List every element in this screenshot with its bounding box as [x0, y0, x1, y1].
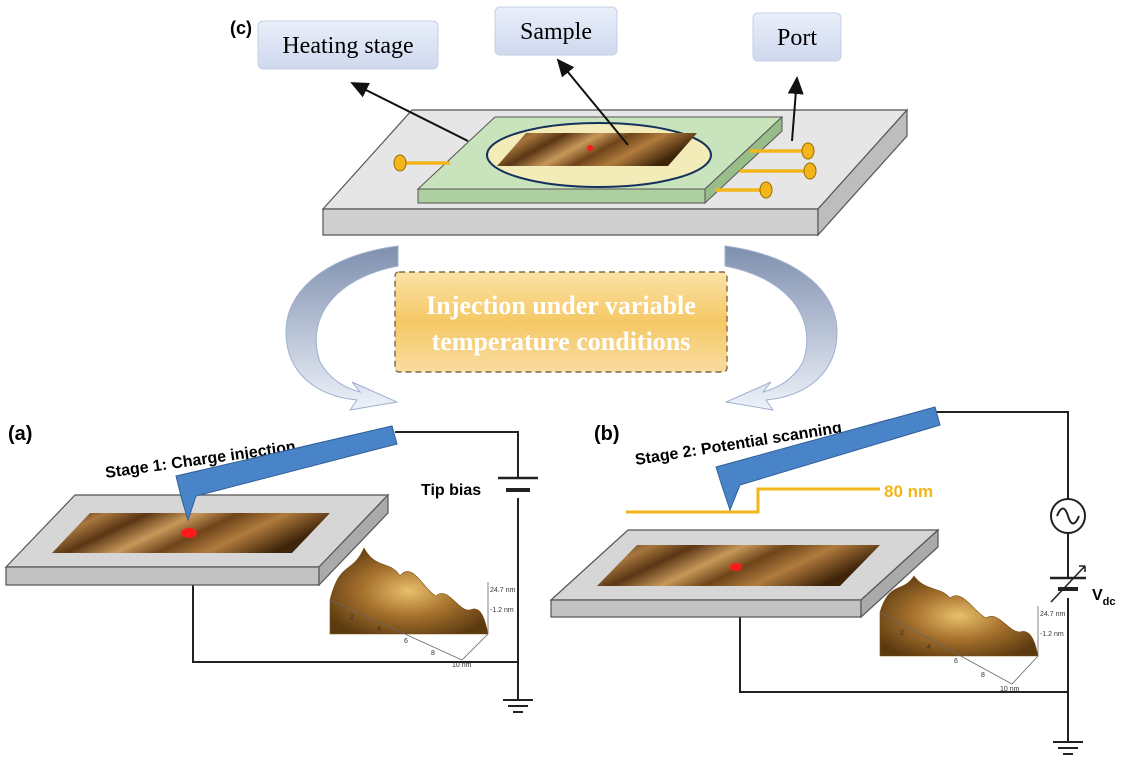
charge-spot-c — [587, 145, 593, 151]
panel-label-c: (c) — [230, 18, 252, 38]
tip-bias-battery — [498, 476, 538, 492]
afm-x-tick-a-4: 10 nm — [452, 662, 472, 669]
afm-z-tick-mid-b: -1.2 nm — [1040, 631, 1064, 638]
vdc-variable-battery — [1050, 565, 1086, 603]
afm-x-tick-a-3: 8 — [431, 650, 435, 657]
panel-label-a: (a) — [8, 423, 32, 445]
afm-z-tick-mid-a: -1.2 nm — [490, 607, 514, 614]
afm-z-tick-top-a: 24.7 nm — [490, 587, 515, 594]
svg-text:temperature conditions: temperature conditions — [432, 327, 691, 356]
charge-spot-b — [730, 563, 742, 571]
cantilever-a — [175, 425, 398, 522]
afm-x-tick-b-3: 8 — [981, 672, 985, 679]
curved-arrow-right — [724, 245, 838, 411]
callout-arrows — [350, 58, 804, 146]
svg-text:Sample: Sample — [520, 19, 592, 45]
afm-z-tick-top-b: 24.7 nm — [1040, 611, 1065, 618]
afm-x-tick-b-4: 10 nm — [1000, 686, 1020, 693]
afm-3d-inset-a: 24.7 nm -1.2 nm 2 4 6 8 10 nm — [329, 547, 515, 669]
lift-height-label: 80 nm — [884, 482, 933, 501]
charge-spot-a — [181, 528, 197, 538]
curved-arrow-left — [285, 245, 399, 411]
sample-plate-a — [4, 493, 390, 587]
port-pins — [393, 142, 817, 199]
afm-x-tick-b-1: 4 — [927, 644, 931, 651]
sample-afm-image-c — [497, 133, 697, 166]
svg-text:Heating stage: Heating stage — [282, 33, 413, 59]
afm-x-tick-b-0: 2 — [900, 630, 904, 637]
ground-symbol-b — [1053, 741, 1083, 755]
label-sample: Sample — [494, 6, 618, 56]
cantilever-b — [715, 406, 941, 512]
lift-height-line — [626, 487, 880, 514]
ac-source-symbol — [1050, 498, 1086, 534]
vdc-label: Vdc — [1092, 587, 1116, 608]
svg-text:Port: Port — [777, 25, 817, 51]
tip-bias-label: Tip bias — [421, 482, 481, 499]
circuit-wires-a — [192, 431, 519, 700]
panel-label-b: (b) — [594, 423, 620, 445]
heating-stage-block — [416, 115, 784, 205]
afm-x-tick-a-1: 4 — [377, 626, 381, 633]
afm-x-tick-a-2: 6 — [404, 638, 408, 645]
svg-text:Injection under variable: Injection under variable — [426, 291, 696, 320]
center-condition-box: Injection under variable temperature con… — [394, 271, 728, 373]
afm-3d-inset-b: 24.7 nm -1.2 nm 2 4 6 8 10 nm — [879, 575, 1065, 693]
ground-symbol-a — [503, 699, 533, 713]
afm-x-tick-a-0: 2 — [350, 614, 354, 621]
label-heating-stage: Heating stage — [257, 20, 439, 70]
label-port: Port — [752, 12, 842, 62]
circuit-wires-b — [739, 411, 1069, 742]
afm-x-tick-b-2: 6 — [954, 658, 958, 665]
sample-plate-b — [549, 528, 940, 619]
